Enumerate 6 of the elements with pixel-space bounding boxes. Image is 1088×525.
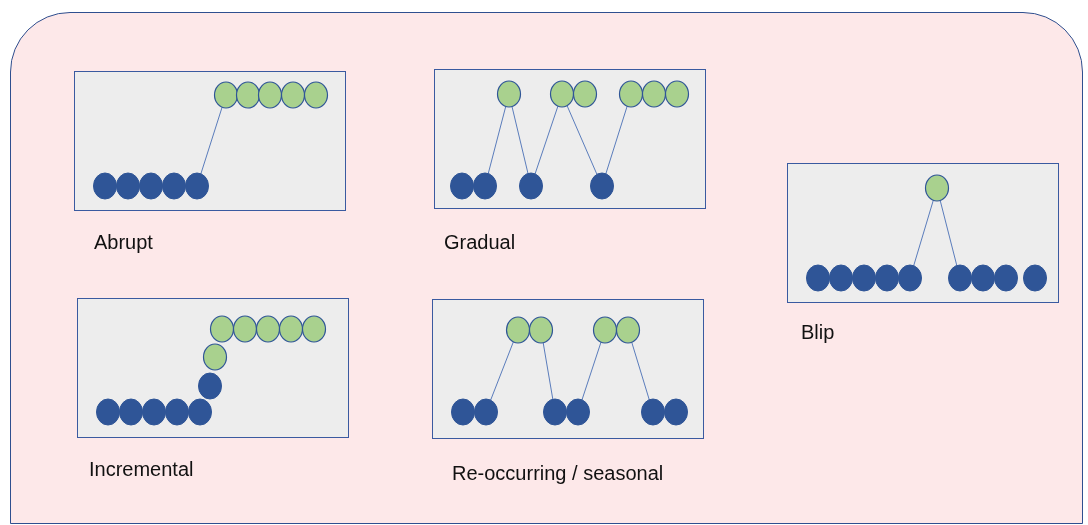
drift-type-label: Abrupt xyxy=(94,231,153,254)
outer-frame xyxy=(10,12,1083,524)
drift-type-label: Incremental xyxy=(89,458,194,481)
drift-type-label: Gradual xyxy=(444,231,516,254)
drift-type-label: Blip xyxy=(801,321,835,344)
drift-type-label: Re-occurring / seasonal xyxy=(452,462,664,485)
